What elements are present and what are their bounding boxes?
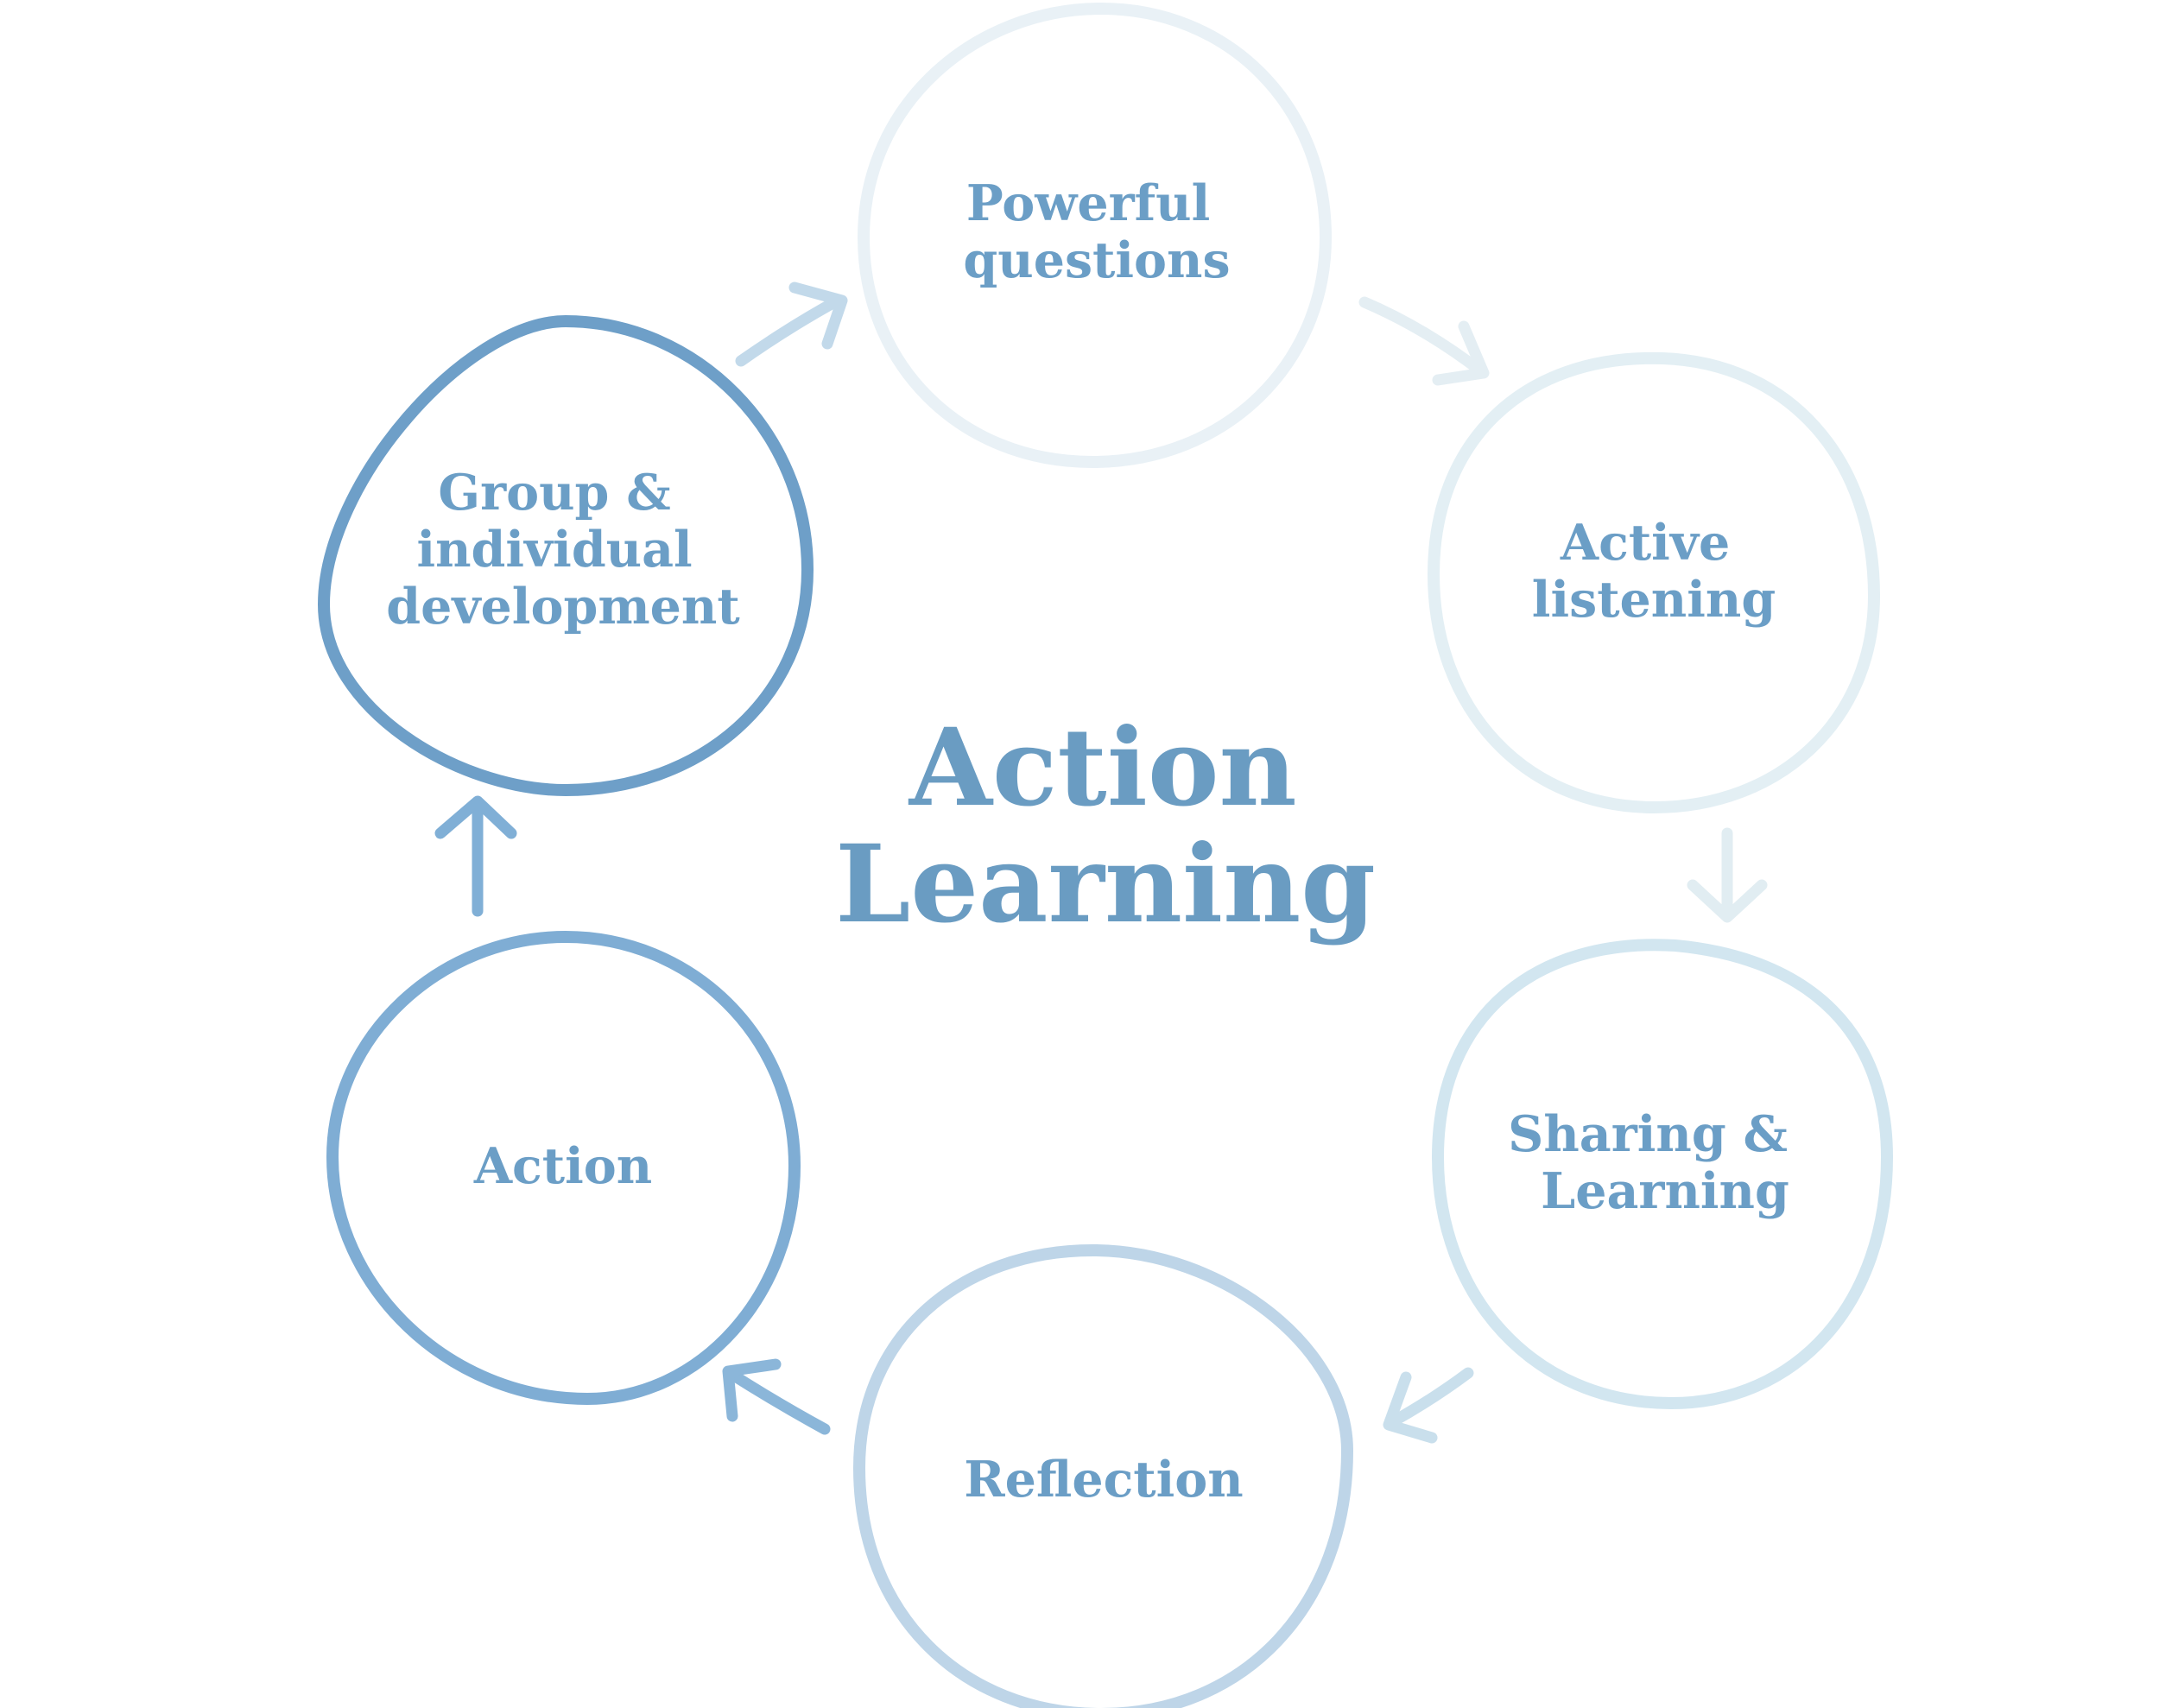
diagram-title: Action Learning bbox=[835, 705, 1376, 947]
node-ring bbox=[853, 1244, 1353, 1708]
node-reflection: Reflection bbox=[853, 1244, 1353, 1708]
node-label-line: Action bbox=[473, 1137, 652, 1195]
arrow-reflection-to-action bbox=[722, 1358, 831, 1435]
title-line-2: Learning bbox=[835, 822, 1376, 947]
node-label-line: development bbox=[386, 578, 740, 636]
node-active-listening: Active listening bbox=[1428, 351, 1880, 813]
node-ring bbox=[1432, 939, 1893, 1409]
node-ring bbox=[858, 3, 1332, 468]
node-label: Group & individual development bbox=[386, 464, 740, 636]
title-line-1: Action bbox=[909, 705, 1297, 831]
arrow-action-to-group bbox=[434, 795, 517, 917]
arrow-group-to-questions bbox=[735, 282, 848, 367]
node-label: Sharing & Learning bbox=[1508, 1105, 1805, 1220]
node-label: Powerful questions bbox=[963, 174, 1230, 289]
node-ring bbox=[318, 315, 814, 796]
node-label-line: Active bbox=[1560, 514, 1730, 572]
node-label-line: Reflection bbox=[964, 1451, 1244, 1509]
node-label: Action bbox=[473, 1137, 652, 1195]
node-label-line: individual bbox=[416, 521, 692, 579]
node-sharing-learning: Sharing & Learning bbox=[1432, 939, 1893, 1409]
node-label-line: Group & bbox=[438, 464, 670, 522]
node-label: Reflection bbox=[964, 1451, 1244, 1509]
node-ring bbox=[1428, 351, 1880, 813]
node-label-line: questions bbox=[963, 231, 1230, 289]
node-label-line: Sharing & bbox=[1508, 1105, 1788, 1163]
node-action: Action bbox=[326, 931, 801, 1405]
arrow-listening-to-sharing bbox=[1687, 827, 1768, 923]
node-label-line: Learning bbox=[1541, 1162, 1789, 1220]
node-label: Active listening bbox=[1532, 514, 1776, 629]
arrow-questions-to-listening bbox=[1358, 296, 1490, 386]
node-label-line: Powerful bbox=[966, 174, 1210, 232]
node-ring bbox=[326, 931, 801, 1405]
arrow-sharing-to-reflection bbox=[1383, 1367, 1474, 1444]
node-label-line: listening bbox=[1532, 571, 1776, 629]
node-group-individual-development: Group & individual development bbox=[318, 315, 814, 796]
node-powerful-questions: Powerful questions bbox=[858, 3, 1332, 468]
